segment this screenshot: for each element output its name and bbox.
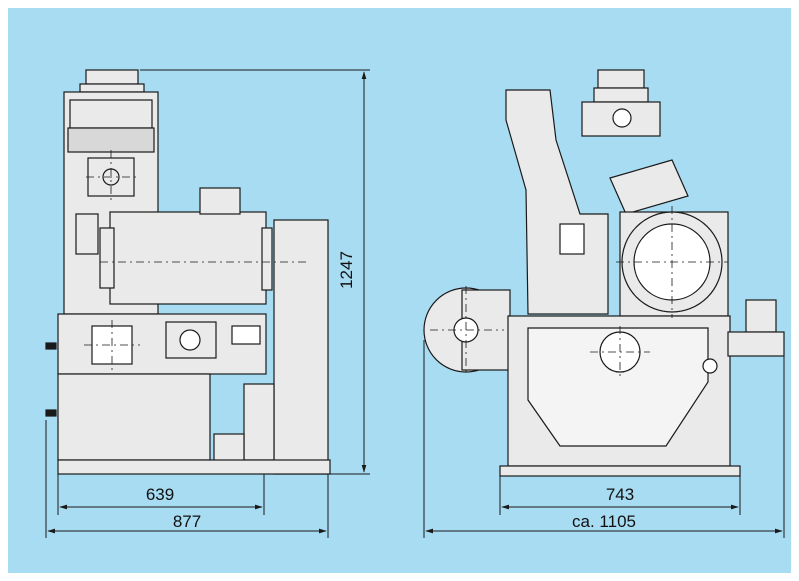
side-tilted-gearbox: [609, 159, 689, 215]
front-side-panel: [273, 219, 329, 475]
front-lower-housing: [57, 373, 211, 461]
front-spring-unit: [213, 433, 245, 463]
height-dimension-label: 1247: [337, 251, 356, 289]
front-handle-lower: [45, 409, 57, 417]
front-centre-lines: [84, 150, 310, 372]
front-base-frame: [57, 459, 331, 475]
dimension-lines: [45, 69, 785, 538]
side-inlet-collar: [593, 87, 649, 103]
front-inlet-collar: [79, 83, 145, 93]
front-motor-body: [109, 211, 267, 305]
side-chute: [505, 89, 609, 315]
side-hopper-outline: [527, 327, 709, 447]
front-side-plate: [75, 213, 99, 255]
side-centre-lines: [430, 206, 728, 380]
side-inlet-pipe: [597, 69, 645, 89]
side-view: [423, 69, 785, 477]
side-outlet-pipe-horizontal: [727, 331, 785, 357]
side-base-frame: [499, 465, 741, 477]
side-inner-dimension-label: 743: [606, 485, 634, 504]
side-outer-dimension-label: ca. 1105: [572, 512, 636, 531]
front-inner-dimension-label: 639: [146, 485, 174, 504]
front-outer-dimension-label: 877: [173, 512, 201, 531]
front-label-plate: [231, 325, 261, 345]
front-actuator: [243, 383, 275, 461]
front-gear: [179, 329, 201, 351]
front-motor-flange: [261, 227, 273, 291]
side-chute-window: [559, 223, 585, 255]
front-motor-terminal-box: [199, 187, 241, 215]
front-inlet-pipe: [85, 69, 139, 85]
front-view: [45, 69, 331, 475]
side-outlet-pipe-vertical: [745, 299, 777, 333]
front-motor-fan-cap: [99, 227, 115, 289]
side-sight-glass: [702, 358, 718, 374]
side-valve-wheel: [612, 108, 632, 128]
front-hopper: [69, 99, 153, 129]
front-hopper-band: [67, 127, 155, 153]
front-handle-upper: [45, 342, 57, 350]
